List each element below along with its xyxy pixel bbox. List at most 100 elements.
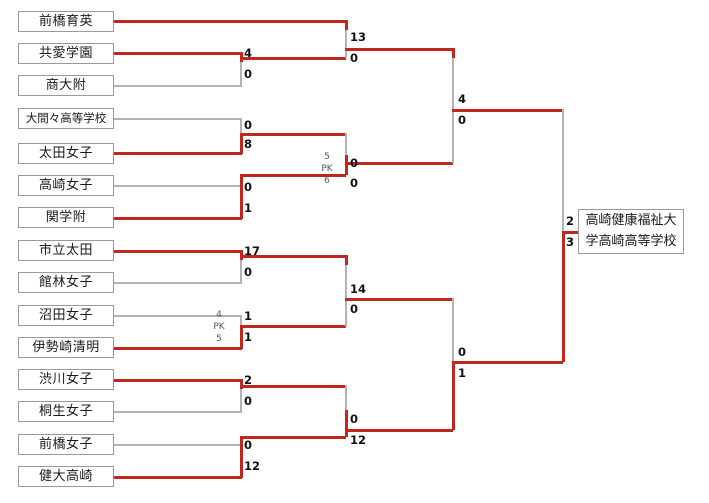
line-r2-m4-win xyxy=(345,429,453,432)
connector-r1-m1-gray xyxy=(240,52,242,86)
team-label: 高崎女子 xyxy=(38,178,93,193)
team-box-8[interactable]: 市立太田 xyxy=(18,240,114,261)
connector-r2-m3-gray xyxy=(345,255,347,327)
line-r1-m7-win xyxy=(240,436,346,439)
team-label: 大間々高等学校 xyxy=(25,110,107,125)
connector-r1-m7-red xyxy=(240,437,243,478)
score-r2-m3-bottom: 0 xyxy=(350,302,359,316)
team-box-14[interactable]: 前橋女子 xyxy=(18,434,114,455)
team-label: 桐生女子 xyxy=(38,404,93,419)
connector-r1-m5-red xyxy=(240,326,243,349)
score-r2-m1-top: 13 xyxy=(350,30,367,44)
line-t2-win xyxy=(114,52,242,55)
team-label: 伊勢崎清明 xyxy=(32,340,100,355)
pk-label: PK xyxy=(321,163,333,174)
line-t10-loss xyxy=(114,315,242,317)
line-t7-win xyxy=(114,217,242,220)
connector-r2-m1-gray xyxy=(345,20,347,58)
line-t14-loss xyxy=(114,444,242,446)
team-box-7[interactable]: 関学附 xyxy=(18,207,114,228)
line-t5-win xyxy=(114,152,242,155)
score-final-top: 2 xyxy=(566,214,575,228)
score-r1-m2-bottom: 8 xyxy=(244,137,253,151)
team-box-12[interactable]: 渋川女子 xyxy=(18,369,114,390)
line-r2-m1-win xyxy=(345,48,453,51)
line-sf2-win xyxy=(452,361,563,364)
line-sf1-win xyxy=(452,109,563,112)
connector-r2-m3-red xyxy=(345,255,348,265)
pk-bottom-score: 6 xyxy=(324,175,330,186)
team-label: 渋川女子 xyxy=(38,372,93,387)
connector-r2-m4-red xyxy=(345,410,348,437)
line-r2-m2-win xyxy=(345,162,453,165)
team-label: 前橋育英 xyxy=(38,14,93,29)
score-r1-m3-top: 0 xyxy=(244,180,253,194)
team-box-5[interactable]: 太田女子 xyxy=(18,143,114,164)
team-box-11[interactable]: 伊勢崎清明 xyxy=(18,337,114,358)
score-r1-m7-bottom: 12 xyxy=(244,459,261,473)
connector-r1-m3-red xyxy=(240,175,243,219)
connector-r1-m6-gray xyxy=(240,379,242,412)
team-label: 商大附 xyxy=(45,78,87,93)
team-label: 沼田女子 xyxy=(38,308,93,323)
champion-box[interactable]: 高崎健康福祉大 学高崎高等学校 xyxy=(578,209,684,254)
line-t13-loss xyxy=(114,411,242,413)
score-sf2-top: 0 xyxy=(458,345,467,359)
team-box-13[interactable]: 桐生女子 xyxy=(18,401,114,422)
score-r1-m6-bottom: 0 xyxy=(244,394,253,408)
pk-label: PK xyxy=(213,321,225,332)
score-sf1-bottom: 0 xyxy=(458,113,467,127)
line-r1-m3-win xyxy=(240,174,346,177)
score-r1-m3-bottom: 1 xyxy=(244,201,253,215)
line-t11-win xyxy=(114,347,242,350)
connector-sf1-gray xyxy=(452,48,454,163)
connector-sf1-red xyxy=(452,48,455,58)
score-r2-m4-top: 0 xyxy=(350,412,359,426)
line-t12-win xyxy=(114,379,242,382)
team-label: 太田女子 xyxy=(38,146,93,161)
champion-label-line1: 高崎健康福祉大 xyxy=(585,213,677,229)
connector-r2-m2-gray xyxy=(345,133,347,175)
connector-r2-m2-red xyxy=(345,155,348,175)
team-label: 前橋女子 xyxy=(38,437,93,452)
score-r1-m5-bottom: 1 xyxy=(244,330,253,344)
score-r2-m1-bottom: 0 xyxy=(350,51,359,65)
line-t4-loss xyxy=(114,118,242,120)
line-t9-loss xyxy=(114,282,242,284)
connector-final-gray xyxy=(562,109,564,233)
team-box-10[interactable]: 沼田女子 xyxy=(18,305,114,326)
team-label: 市立太田 xyxy=(38,243,93,258)
champion-label-line2: 学高崎高等学校 xyxy=(585,233,677,249)
team-label: 共愛学園 xyxy=(38,46,93,61)
line-t1-win xyxy=(114,20,346,23)
score-r1-m4-top: 17 xyxy=(244,244,261,258)
team-box-3[interactable]: 商大附 xyxy=(18,75,114,96)
pk-block-r1-m5: 4 PK 5 xyxy=(202,310,236,346)
team-box-1[interactable]: 前橋育英 xyxy=(18,11,114,32)
pk-top-score: 5 xyxy=(324,152,330,162)
score-r1-m7-top: 0 xyxy=(244,438,253,452)
team-label: 関学附 xyxy=(45,210,87,225)
line-t6-loss xyxy=(114,185,242,187)
line-r2-m3-win xyxy=(345,298,453,301)
team-box-9[interactable]: 館林女子 xyxy=(18,272,114,293)
score-r2-m4-bottom: 12 xyxy=(350,433,367,447)
connector-r1-m2-red xyxy=(240,134,243,154)
team-box-15[interactable]: 健大高崎 xyxy=(18,466,114,487)
team-box-6[interactable]: 高崎女子 xyxy=(18,175,114,196)
score-r1-m1-bottom: 0 xyxy=(244,67,253,81)
score-sf1-top: 4 xyxy=(458,92,467,106)
score-r1-m1-top: 4 xyxy=(244,46,253,60)
score-r2-m2-bottom: 0 xyxy=(350,176,359,190)
line-t3-loss xyxy=(114,85,242,87)
team-label: 健大高崎 xyxy=(38,469,93,484)
line-r1-m6-win xyxy=(240,385,346,388)
team-box-4[interactable]: 大間々高等学校 xyxy=(18,108,114,129)
score-final-bottom: 3 xyxy=(566,235,575,249)
score-r2-m2-top: 0 xyxy=(350,156,359,170)
score-r1-m6-top: 2 xyxy=(244,373,253,387)
line-t8-win xyxy=(114,250,242,253)
pk-top-score: 4 xyxy=(216,310,222,320)
team-box-2[interactable]: 共愛学園 xyxy=(18,43,114,64)
